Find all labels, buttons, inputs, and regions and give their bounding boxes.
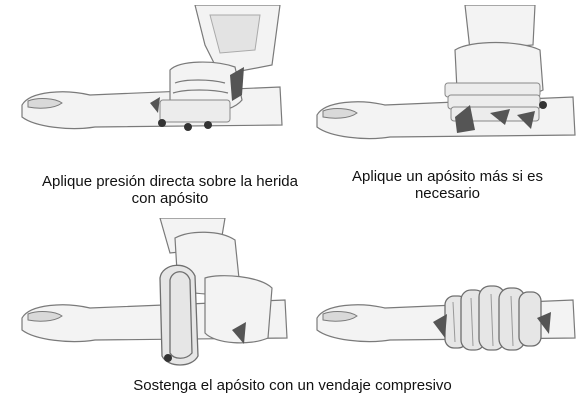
illustration-direct-pressure (10, 5, 300, 165)
illustration-wrapping-bandage (10, 218, 300, 373)
caption-direct-pressure: Aplique presión directa sobre la herida … (42, 173, 298, 207)
caption-additional-dressing: Aplique un apósito más si es necesario (352, 168, 543, 202)
illustration-additional-dressing (305, 5, 580, 165)
illustration-compression-bandage (305, 218, 580, 373)
caption-compression-bandage: Sostenga el apósito con un vendaje compr… (133, 377, 452, 394)
